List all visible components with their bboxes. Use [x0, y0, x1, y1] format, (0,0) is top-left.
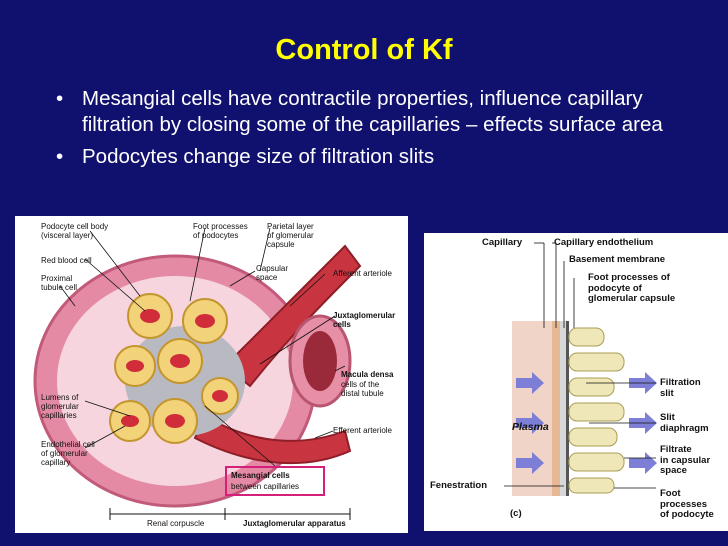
- foot-processes-label: Foot processes of podocytes: [193, 222, 248, 240]
- proximal-label: Proximal tubule cell: [41, 274, 78, 292]
- filtration-slit-label: Filtration slit: [660, 377, 701, 399]
- endothelium-label: Capillary endothelium: [554, 237, 654, 248]
- lumens-label: Lumens of glomerular capillaries: [41, 393, 79, 420]
- parietal-label: Parietal layer of glomerular capsule: [267, 222, 314, 249]
- between-label: between capillaries: [231, 482, 300, 491]
- rbc-label: Red blood cell: [41, 256, 92, 265]
- bullet-item: Mesangial cells have contractile propert…: [56, 86, 696, 138]
- filtrate-label: Filtrate in capsular space: [660, 444, 711, 476]
- endothelial-label: Endothelial cell of glomerular capillary: [41, 440, 95, 467]
- podocyte-body-label: Podocyte cell body (visceral layer): [41, 222, 109, 240]
- renal-corpuscle-label: Renal corpuscle: [147, 519, 205, 528]
- filtration-membrane-illustration: [504, 242, 657, 496]
- bullet-item: Podocytes change size of filtration slit…: [56, 144, 696, 170]
- distal-label: cells of the distal tubule: [341, 380, 384, 398]
- efferent-label: Efferent arteriole: [333, 426, 392, 435]
- panel-label: (c): [510, 508, 522, 519]
- fenestration-label: Fenestration: [430, 480, 488, 491]
- mesangial-label: Mesangial cells: [231, 471, 290, 480]
- plasma-label: Plasma: [512, 421, 549, 433]
- filtration-membrane-figure: Capillary Capillary endothelium Basement…: [424, 233, 728, 531]
- juxta-cells-label: Juxtaglomerular cells: [333, 311, 396, 329]
- glomerulus-illustration: [33, 227, 362, 520]
- slit-diaphragm-label: Slit diaphragm: [660, 412, 709, 434]
- capillary-label: Capillary: [482, 237, 523, 248]
- foot-processes-podocyte-label: Foot processes of podocyte: [660, 488, 714, 520]
- macula-densa-label: Macula densa: [341, 370, 394, 379]
- afferent-label: Afferent arteriole: [333, 269, 392, 278]
- ja-label: Juxtaglomerular apparatus: [243, 519, 346, 528]
- foot-processes-right-label: Foot processes of podocyte of glomerular…: [588, 272, 676, 304]
- mesangial-highlight-box: [225, 466, 325, 496]
- glomerulus-figure: Podocyte cell body (visceral layer) Foot…: [15, 216, 408, 533]
- bullet-list: Mesangial cells have contractile propert…: [56, 86, 696, 176]
- capsular-space-label: Capsular space: [256, 264, 289, 282]
- basement-label: Basement membrane: [569, 254, 666, 265]
- slide-title: Control of Kf: [275, 34, 453, 66]
